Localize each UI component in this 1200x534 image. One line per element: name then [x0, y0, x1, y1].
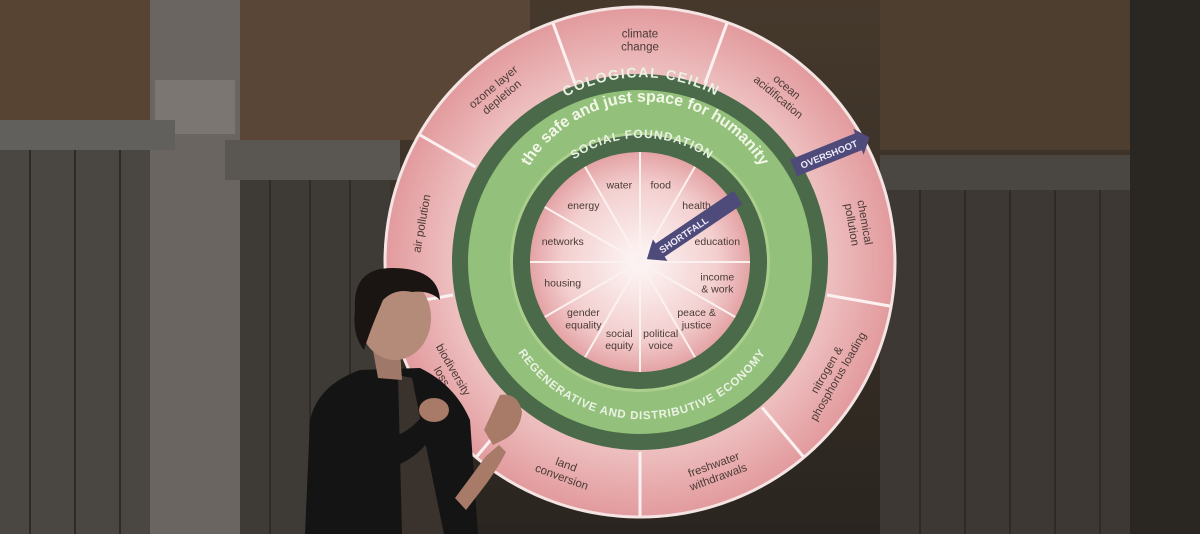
ceiling-divider-line: [760, 406, 805, 458]
segment-label-peace-justice: peace &justice: [677, 307, 716, 331]
segment-label-line: climate: [622, 28, 658, 40]
segment-label-line: political: [643, 328, 678, 340]
segment-label-networks: networks: [542, 236, 584, 248]
segment-label-line: voice: [648, 340, 673, 352]
segment-label-line: gender: [567, 307, 600, 319]
segment-label-income-work: income& work: [700, 271, 734, 295]
segment-label-line: housing: [544, 277, 581, 289]
segment-label-health: health: [682, 200, 711, 212]
segment-label-line: & work: [701, 283, 734, 295]
foundation-divider-line: [544, 261, 641, 318]
segment-label-line: peace &: [677, 307, 716, 319]
ceiling-divider-line: [419, 133, 477, 169]
segment-label-line: equity: [605, 340, 634, 352]
ceiling-divider-line: [551, 22, 577, 85]
segment-label-line: income: [700, 271, 734, 283]
foundation-divider-line: [639, 261, 736, 318]
foundation-labels: food health education income& work peace &ju…: [542, 179, 741, 352]
segment-label-line: education: [695, 236, 741, 248]
foundation-divider-line: [584, 261, 641, 358]
segment-label-line: justice: [681, 319, 712, 331]
outer-rim: [383, 5, 897, 519]
segment-label-line: energy: [567, 200, 600, 212]
segment-label-education: education: [695, 236, 741, 248]
segment-label-climate-change: climate change: [621, 28, 659, 53]
segment-label-food: food: [650, 179, 671, 191]
presenter-figure: [305, 268, 522, 534]
segment-label-line: water: [605, 179, 632, 191]
segment-label-line: equality: [565, 319, 602, 331]
segment-label-line: social: [606, 328, 633, 340]
segment-label-line: change: [621, 42, 659, 54]
segment-label-line: food: [650, 179, 671, 191]
segment-label-line: health: [682, 200, 711, 212]
segment-label-energy: energy: [567, 200, 600, 212]
segment-label-water: water: [605, 179, 632, 191]
ceiling-divider-line: [826, 293, 891, 308]
segment-label-line: networks: [542, 236, 584, 248]
ceiling-divider-line: [703, 22, 729, 85]
foundation-divider-line: [639, 166, 696, 263]
foundation-divider-line: [584, 166, 641, 263]
foundation-divider-line: [544, 206, 641, 263]
segment-label-housing: housing: [544, 277, 581, 289]
foundation-divider-line: [639, 261, 696, 358]
